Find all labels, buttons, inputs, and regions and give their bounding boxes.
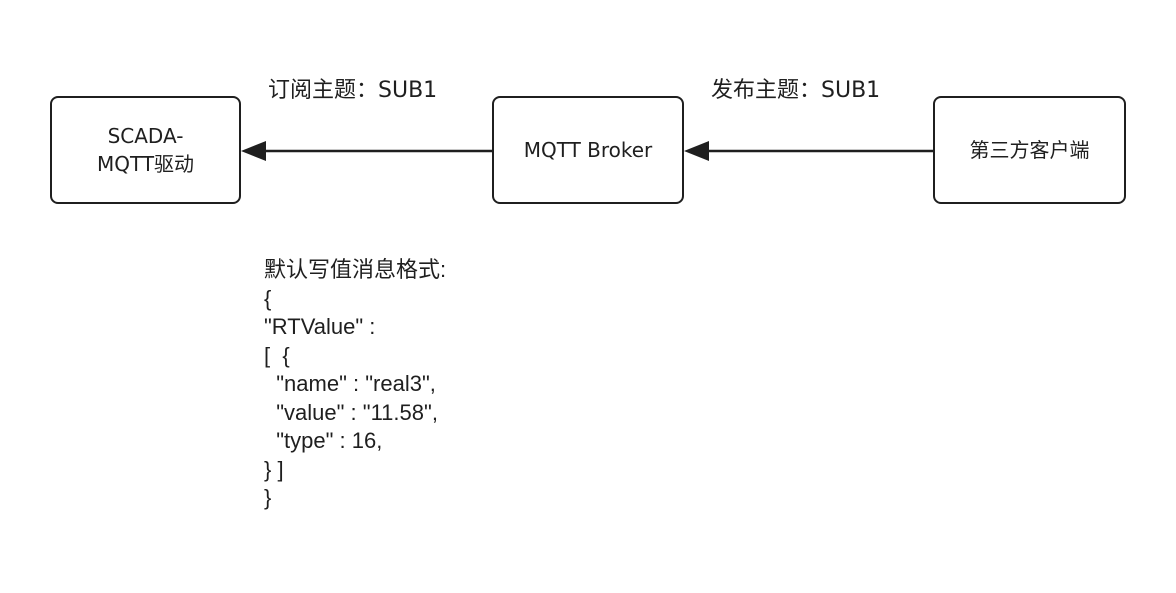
note-line: { — [264, 285, 272, 311]
note-line: "RTValue" : — [264, 314, 376, 339]
note-line: 默认写值消息格式: — [264, 257, 447, 282]
arrowhead-publish — [684, 141, 709, 161]
note-line: "value" : "11.58", — [264, 399, 438, 425]
edge-label-publish-topic: 发布主题：SUB1 — [711, 78, 881, 103]
edge-client-to-broker — [684, 141, 933, 161]
note-line: } ] — [264, 456, 284, 482]
edge-label-subscribe-topic: 订阅主题：SUB1 — [268, 78, 438, 103]
note-line: "name" : "real3", — [264, 371, 436, 396]
edge-broker-to-scada — [241, 141, 492, 161]
node-mqtt-broker[interactable]: MQTT Broker — [492, 96, 684, 204]
note-line: [ { — [264, 342, 290, 368]
node-third-party-client[interactable]: 第三方客户端 — [933, 96, 1126, 204]
arrowhead-subscribe — [241, 141, 266, 161]
note-line: } — [264, 485, 272, 510]
node-scada-mqtt-driver[interactable]: SCADA- MQTT驱动 — [50, 96, 241, 204]
default-write-message-format-note: 默认写值消息格式: { "RTValue" : [ { "name" : "re… — [264, 256, 446, 513]
note-line: "type" : 16, — [264, 428, 383, 453]
